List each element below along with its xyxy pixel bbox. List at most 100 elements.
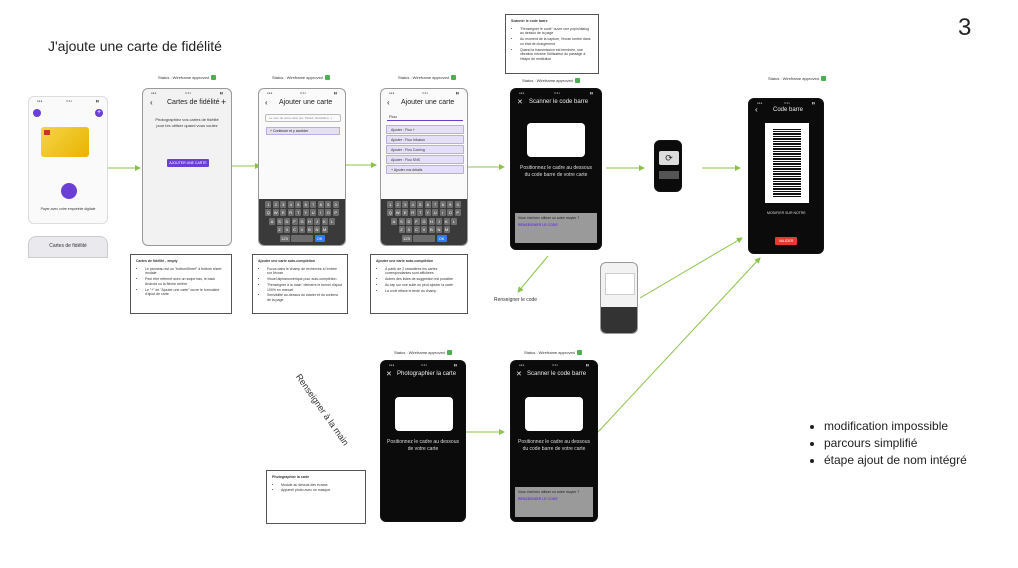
- add-icon[interactable]: +: [95, 109, 103, 117]
- screen-loading: ⟳: [654, 140, 682, 192]
- screen-title: Cartes de fidélité: [167, 99, 220, 106]
- screen-enter-code: [600, 262, 638, 334]
- note-item: "Renseigner à la main" démarre le tunnel…: [267, 283, 342, 292]
- scan-frame: [527, 123, 585, 157]
- help-box: Vous n'arrivez utiliser un autre moyen ?…: [515, 213, 597, 243]
- note-item: Sensibilité au-dessus du clavier et du c…: [267, 293, 342, 302]
- status-label: Status : Wireframe approved: [158, 75, 216, 81]
- suggestion-item[interactable]: Ajouter : Flou +: [386, 125, 464, 134]
- help-text: Vous n'arrivez utiliser un autre moyen ?: [518, 216, 580, 220]
- note-item: Au tap sur une suite on peut ajouter la …: [385, 283, 462, 288]
- screen-title: Ajouter une carte: [401, 99, 455, 106]
- back-arrow-icon[interactable]: ‹: [150, 98, 153, 107]
- approved-icon: [450, 75, 456, 81]
- status-label: Status : Wireframe approved: [522, 78, 580, 84]
- screen-title: Code barre: [773, 107, 804, 113]
- arrow-scanbottom-barcode: [597, 257, 761, 433]
- bottom-sheet-title: Cartes de fidélité: [49, 243, 87, 249]
- note-add: Ajouter une carte auto-complétion Focus …: [252, 254, 348, 314]
- note-title: Ajouter une carte auto-complétion: [376, 259, 433, 263]
- scan-instructions: Positionnez le cadre au dessous du code …: [520, 165, 592, 178]
- bottom-sheet-preview[interactable]: Cartes de fidélité: [28, 236, 108, 258]
- summary-bullets: modification impossible parcours simplif…: [808, 418, 994, 468]
- note-item: Visuel alphanumérique pour auto-compléti…: [267, 277, 342, 282]
- page-title: J'ajoute une carte de fidélité: [48, 38, 222, 54]
- close-icon[interactable]: ✕: [517, 99, 523, 106]
- note-title: Scanner le code barre: [511, 19, 548, 23]
- back-arrow-icon[interactable]: ‹: [755, 105, 758, 114]
- screen-title: Photographier la carte: [397, 371, 457, 377]
- status-label: Status : Wireframe approved: [272, 75, 330, 81]
- loading-placeholder: [659, 171, 679, 179]
- label-enter-code: Renseigner le code: [494, 297, 538, 303]
- back-arrow-icon[interactable]: ‹: [265, 98, 268, 107]
- suggestion-item[interactable]: Ajouter : Flou SNS: [386, 155, 464, 164]
- numeric-keypad[interactable]: [601, 307, 637, 333]
- back-arrow-icon[interactable]: ‹: [387, 98, 390, 107]
- screen-add-card: ●●●9:41▮▮ ‹ Ajouter une carte Le nom de …: [258, 88, 346, 246]
- note-item: La croix efface le texte du champ: [385, 289, 462, 294]
- close-icon[interactable]: ✕: [386, 371, 392, 378]
- screen-home: ●●●9:41▮▮ + Payer avec votre empreinte d…: [28, 96, 108, 224]
- note-title: Cartes de fidélité - empty: [136, 259, 178, 263]
- screen-title: Ajouter une carte: [279, 99, 333, 106]
- search-input[interactable]: Flou: [387, 114, 463, 121]
- close-icon[interactable]: ✕: [516, 371, 522, 378]
- screen-barcode-result: ●●●9:41▮▮ ‹ Code barre MODIFIER SUR NOTR…: [748, 98, 824, 254]
- note-item: Au moment de la capture, l'écran tombe d…: [520, 37, 593, 46]
- note-item: "Renseigner le code" ouvre une popin/dia…: [520, 27, 593, 36]
- arrow-keypad-barcode: [639, 237, 743, 299]
- bank-logo-icon: [44, 130, 50, 135]
- screen-scan-barcode: ●●●9:41▮▮ ✕ Scanner le code barre Positi…: [510, 88, 602, 250]
- note-autocomplete: Ajouter une carte auto-complétion À part…: [370, 254, 468, 314]
- add-suggestion-item[interactable]: + Continuer et y accéder: [266, 127, 340, 135]
- fingerprint-caption: Payer avec votre empreinte digitale: [40, 207, 96, 211]
- note-item: À partir de 2 caractères les cartes corr…: [385, 267, 462, 276]
- loyalty-card-image[interactable]: [41, 127, 89, 157]
- photo-instructions: Positionnez le cadre au dessous de votre…: [387, 439, 459, 452]
- note-empty: Cartes de fidélité - empty Le panneau es…: [130, 254, 232, 314]
- enter-code-link[interactable]: RENSEIGNER LE CODE: [518, 497, 558, 501]
- barcode-icon: [773, 129, 801, 197]
- screen-scan-barcode-manual: ●●●9:41▮▮ ✕ Scanner le code barre Positi…: [510, 360, 598, 522]
- menu-icon[interactable]: [33, 109, 41, 117]
- note-item: Le panneau est un "bottomSheet" à bottom…: [145, 267, 226, 276]
- help-box: Vous n'arrivez utiliser un autre moyen ?…: [515, 487, 593, 517]
- enter-code-link[interactable]: RENSEIGNER LE CODE: [518, 223, 558, 227]
- add-card-button[interactable]: AJOUTER UNE CARTE: [167, 159, 209, 167]
- status-bar: ●●●9:41▮▮: [37, 99, 99, 103]
- fingerprint-icon[interactable]: [61, 183, 77, 199]
- search-input[interactable]: Le nom de votre carte (ex: Picard, Décat…: [265, 114, 341, 122]
- suggestion-item[interactable]: Ajouter : Flou Coming: [386, 145, 464, 154]
- note-scan: Scanner le code barre "Renseigner le cod…: [505, 14, 599, 74]
- status-label: Status : Wireframe approved: [398, 75, 456, 81]
- screen-autocomplete: ●●●9:41▮▮ ‹ Ajouter une carte Flou Ajout…: [380, 88, 468, 246]
- refresh-icon: ⟳: [659, 151, 679, 165]
- scan-frame: [525, 397, 583, 431]
- approved-icon: [574, 78, 580, 84]
- scan-frame: [395, 397, 453, 431]
- scan-instructions: Positionnez le cadre au dessous du code …: [518, 439, 590, 452]
- help-text: Vous n'arrivez utiliser un autre moyen ?: [518, 490, 580, 494]
- status-label: Status : Wireframe approved: [768, 76, 826, 82]
- note-title: Ajouter une carte auto-complétion: [258, 259, 315, 263]
- arrow-scan-keypad: [517, 255, 549, 293]
- screen-photo-card: ●●●9:41▮▮ ✕ Photographier la carte Posit…: [380, 360, 466, 522]
- page-number: 3: [958, 14, 972, 41]
- validate-button[interactable]: VALIDER: [775, 237, 797, 245]
- note-item: Peut être refermé avec un swipe bas, le …: [145, 277, 226, 286]
- status-label: Status : Wireframe approved: [524, 350, 582, 356]
- suggestion-item[interactable]: Ajouter : Flou Infusion: [386, 135, 464, 144]
- suggestion-item[interactable]: + Ajouter vos détails: [386, 165, 464, 174]
- bullet-item: parcours simplifié: [824, 435, 994, 452]
- add-icon[interactable]: +: [221, 97, 227, 107]
- code-dialog[interactable]: [605, 273, 635, 295]
- screen-title: Scanner le code barre: [527, 371, 587, 377]
- edit-label[interactable]: MODIFIER SUR NOTRE: [767, 211, 806, 215]
- note-item: Focus dans le champ de recherche à l'ent…: [267, 267, 342, 276]
- approved-icon: [324, 75, 330, 81]
- screen-title: Scanner le code barre: [529, 99, 589, 105]
